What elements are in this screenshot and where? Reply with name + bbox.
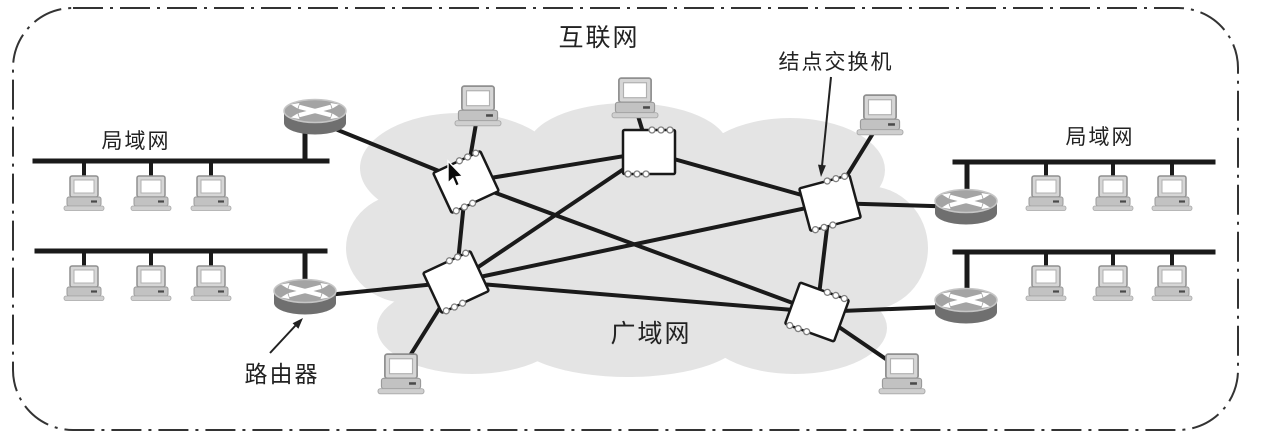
node-switch-icon [621, 125, 677, 179]
computer-icon [62, 264, 106, 302]
computer-icon [1150, 174, 1194, 212]
node-switch-pointer [818, 76, 832, 177]
internet-label: 互联网 [558, 25, 639, 52]
router-icon [274, 280, 336, 315]
computer-icon [189, 264, 233, 302]
mouse-cursor-icon [447, 159, 465, 188]
computer-icon [1091, 174, 1135, 212]
arrow-line [821, 76, 832, 167]
computer-icon [453, 84, 503, 128]
computer-icon [62, 174, 106, 212]
link-s1-s5 [464, 180, 819, 314]
arrow-head-icon [818, 164, 826, 177]
link-s1-s2 [464, 150, 651, 184]
computer-icon [1024, 264, 1068, 302]
computer-icon [129, 264, 173, 302]
router-icon [935, 289, 997, 324]
lan-left-label: 局域网 [102, 129, 171, 153]
computer-icon [1150, 264, 1194, 302]
computer-icon [1024, 174, 1068, 212]
wan-label: 广域网 [610, 320, 691, 348]
router-label: 路由器 [245, 362, 320, 387]
computer-icon [1091, 264, 1135, 302]
link-s3-s4 [454, 201, 832, 284]
link-s2-s4 [454, 150, 651, 284]
router-icon [935, 190, 997, 225]
computer-icon [855, 93, 905, 137]
computer-icon [610, 76, 660, 120]
arrow-head-icon [292, 318, 303, 329]
computer-icon [877, 352, 927, 396]
router-pointer [269, 318, 303, 354]
arrow-line [269, 324, 297, 354]
computer-icon [189, 174, 233, 212]
computer-icon [376, 352, 426, 396]
computer-icon [129, 174, 173, 212]
node-switch-label: 结点交换机 [779, 50, 894, 74]
router-icon [284, 100, 346, 135]
link-s4-s5 [454, 280, 819, 314]
lan-right-label: 局域网 [1066, 125, 1135, 149]
